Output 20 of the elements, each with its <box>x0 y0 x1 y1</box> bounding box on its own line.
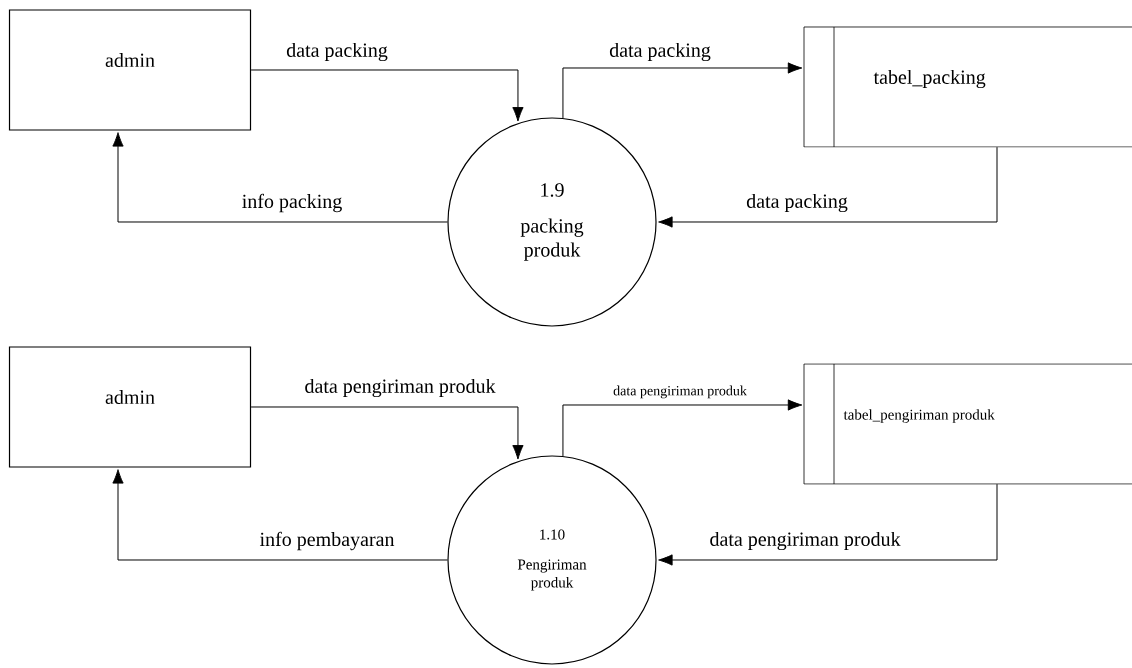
edge-label: data pengiriman produk <box>708 530 902 552</box>
arrow <box>562 62 803 119</box>
entity-box: admin <box>8 346 252 468</box>
arrow <box>112 132 448 223</box>
edge-label: data pengiriman produk <box>303 377 497 399</box>
arrow <box>658 483 998 566</box>
edge-label: data packing <box>285 41 389 63</box>
data-store: tabel_packing <box>803 26 1132 148</box>
arrow <box>562 399 803 457</box>
arrow <box>658 146 998 228</box>
entity-box: admin <box>8 9 252 131</box>
edge-label: data packing <box>745 192 849 214</box>
arrow <box>250 69 524 122</box>
data-store: tabel_pengiriman produk <box>803 363 1132 485</box>
edge-label: data pengiriman produk <box>612 384 748 400</box>
edge-label: info pembayaran <box>258 530 396 552</box>
edge-label: data packing <box>608 41 712 63</box>
edge-label: info packing <box>240 192 344 214</box>
arrow <box>112 469 448 561</box>
arrow <box>250 406 524 460</box>
